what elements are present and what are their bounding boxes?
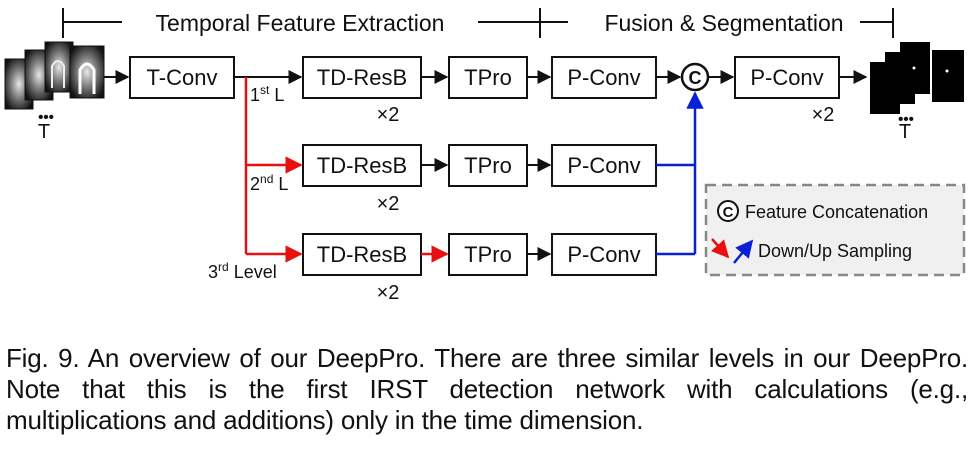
tpro-block-l3 — [448, 233, 528, 276]
tpro-label-l1: TPro — [464, 65, 512, 90]
output-T-label: T — [899, 121, 911, 143]
tdresb-block-l2 — [302, 144, 422, 187]
input-frames — [4, 41, 105, 110]
pconv-block-l2 — [551, 144, 657, 187]
pconv-label-l3: P-Conv — [567, 242, 640, 267]
tdresb-label-l1: TD-ResB — [317, 65, 407, 90]
legend-concat-icon — [717, 200, 739, 222]
legend-box — [704, 183, 966, 277]
pconv-block-fusion — [734, 56, 840, 99]
legend-down-arrow — [710, 238, 730, 259]
level-label-2: 2nd L — [250, 172, 288, 194]
tpro-block-l2 — [448, 144, 528, 187]
repeat-label-l2: ×2 — [377, 193, 400, 215]
output-masks — [870, 42, 964, 114]
downsampling-paths — [244, 77, 449, 263]
repeat-label-l3: ×2 — [377, 282, 400, 304]
tpro-block-l1 — [448, 56, 528, 99]
figure-caption: Fig. 9. An overview of our DeepPro. Ther… — [6, 343, 968, 435]
tpro-label-l3: TPro — [464, 242, 512, 267]
repeat-label-fusion: ×2 — [812, 104, 835, 126]
tpro-label-l2: TPro — [464, 153, 512, 178]
tdresb-label-l2: TD-ResB — [317, 153, 407, 178]
tconv-block — [129, 56, 235, 99]
legend-concat-icon-label: C — [723, 204, 734, 221]
concat-node-label: C — [689, 68, 702, 88]
legend-concat-label: Feature Concatenation — [745, 202, 928, 222]
header-fusion-segmentation: Fusion & Segmentation — [604, 10, 843, 36]
header-bracket — [62, 8, 894, 38]
input-T-label: T — [38, 121, 50, 143]
header-temporal-feature-extraction: Temporal Feature Extraction — [156, 10, 445, 36]
upsampling-paths — [656, 91, 704, 256]
tdresb-block-l1 — [302, 56, 422, 99]
deeppro-architecture-diagram: Temporal Feature Extraction Fusion & Seg… — [4, 8, 966, 304]
tdresb-label-l3: TD-ResB — [317, 242, 407, 267]
legend-up-arrow — [733, 239, 754, 264]
pconv-block-l1 — [551, 56, 657, 99]
level-label-3: 3rd Level — [208, 260, 277, 282]
pconv-label-fusion: P-Conv — [750, 65, 823, 90]
pconv-label-l2: P-Conv — [567, 153, 640, 178]
pconv-label-l1: P-Conv — [567, 65, 640, 90]
output-dots: ••• — [898, 111, 914, 128]
tconv-label: T-Conv — [147, 65, 218, 90]
pconv-block-l3 — [551, 233, 657, 276]
level-label-1: 1st L — [250, 83, 284, 105]
input-dots: ••• — [38, 109, 54, 126]
legend-sampling-label: Down/Up Sampling — [758, 241, 912, 261]
repeat-label-l1: ×2 — [377, 104, 400, 126]
